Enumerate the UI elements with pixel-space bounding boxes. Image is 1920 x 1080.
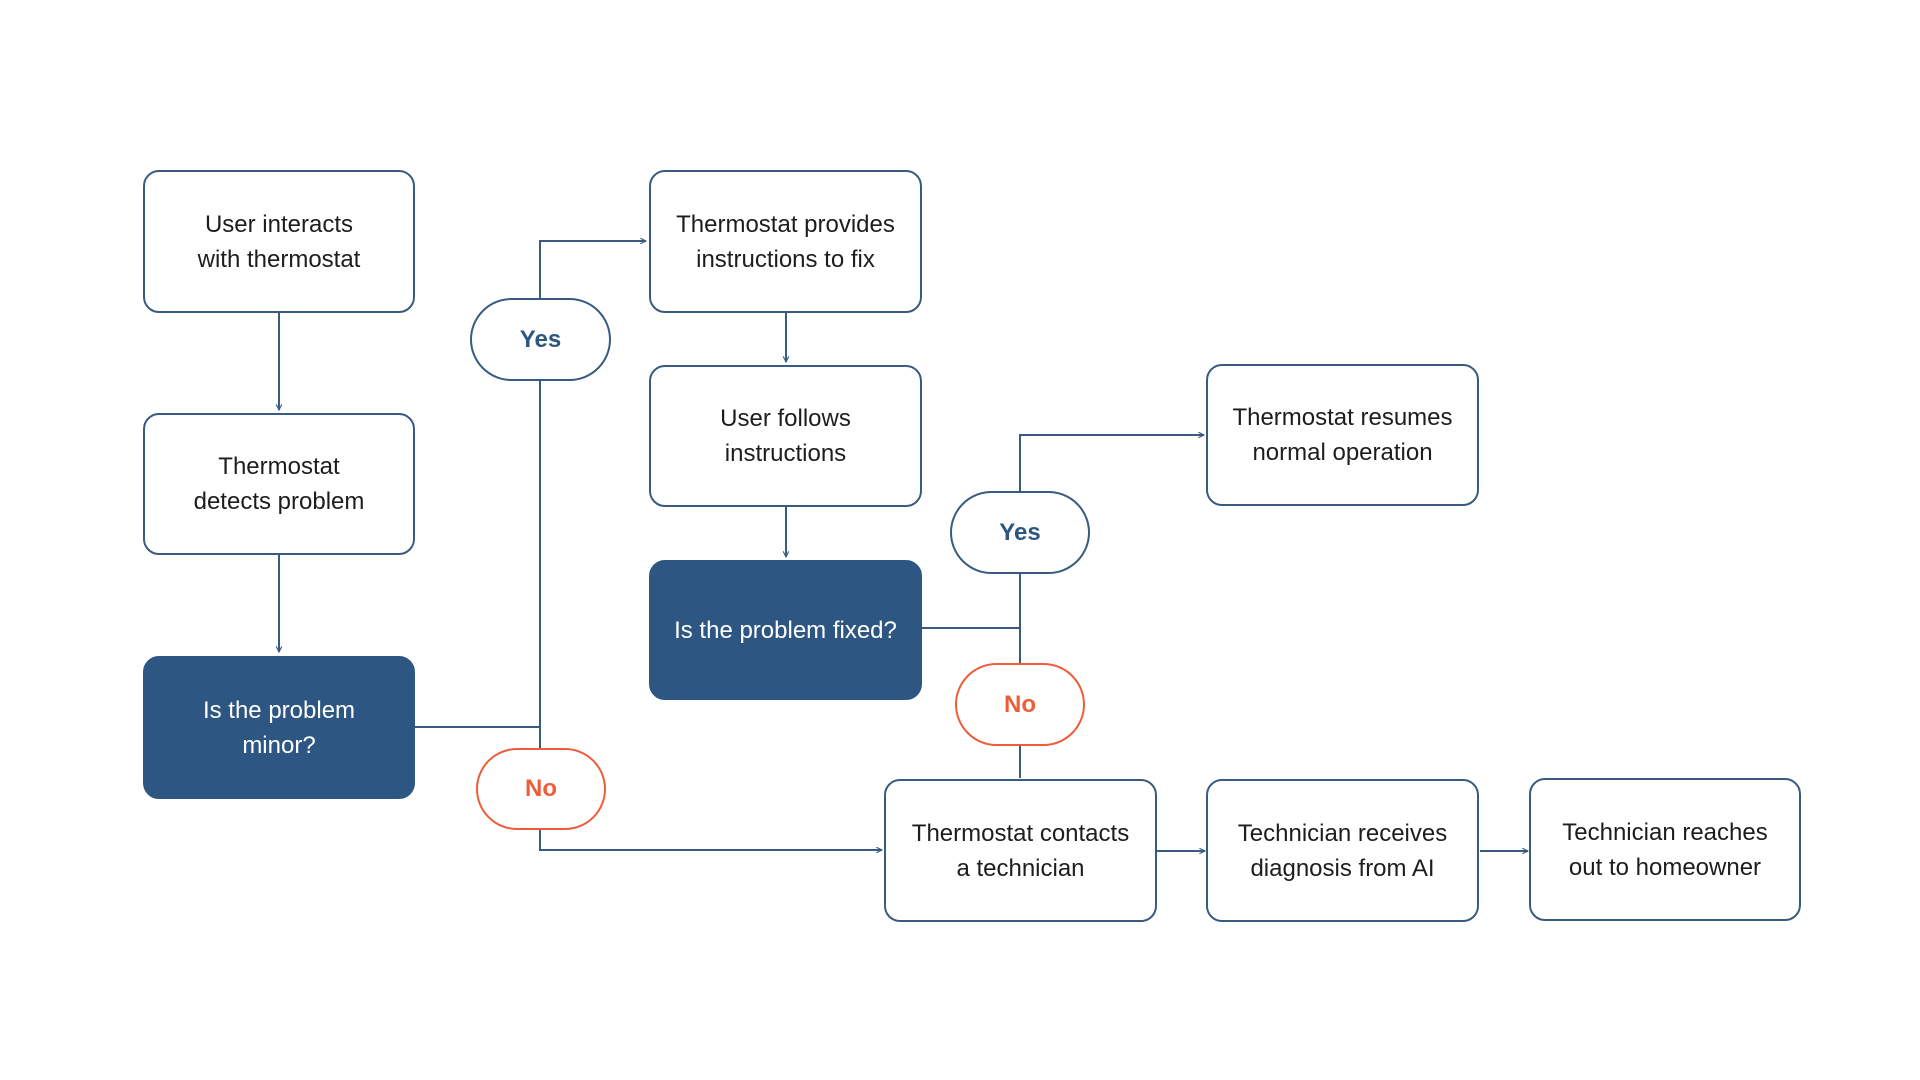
node-user-follows-instructions: User follows instructions (649, 365, 922, 507)
node-thermostat-provides-instructions: Thermostat provides instructions to fix (649, 170, 922, 313)
node-label: Thermostat resumes normal operation (1232, 404, 1453, 466)
node-label: Thermostat provides instructions to fix (676, 210, 895, 273)
node-label: User interacts with thermostat (197, 210, 361, 273)
node-label: Thermostat detects problem (193, 453, 365, 515)
node-thermostat-detects-problem: Thermostat detects problem (143, 413, 415, 555)
node-label: Technician reaches out to homeowner (1562, 818, 1768, 881)
node-label: Is the problem minor? (202, 696, 356, 759)
decision-is-problem-minor: Is the problem minor? (143, 656, 415, 799)
branch-label-no-minor: No (476, 748, 606, 830)
node-thermostat-contacts-technician: Thermostat contacts a technician (884, 779, 1157, 922)
node-technician-receives-diagnosis: Technician receives diagnosis from AI (1206, 779, 1479, 922)
node-label: Technician receives diagnosis from AI (1237, 819, 1448, 882)
node-technician-reaches-out: Technician reaches out to homeowner (1529, 778, 1801, 921)
node-label: Thermostat contacts a technician (911, 819, 1130, 882)
branch-label-yes-fixed: Yes (950, 491, 1090, 574)
node-label: User follows instructions (720, 405, 851, 467)
decision-is-problem-fixed: Is the problem fixed? (649, 560, 922, 700)
node-thermostat-resumes-operation: Thermostat resumes normal operation (1206, 364, 1479, 506)
node-user-interacts: User interacts with thermostat (143, 170, 415, 313)
node-label: Is the problem fixed? (674, 616, 897, 644)
branch-label-no-fixed: No (955, 663, 1085, 746)
branch-label-yes-minor: Yes (470, 298, 611, 381)
